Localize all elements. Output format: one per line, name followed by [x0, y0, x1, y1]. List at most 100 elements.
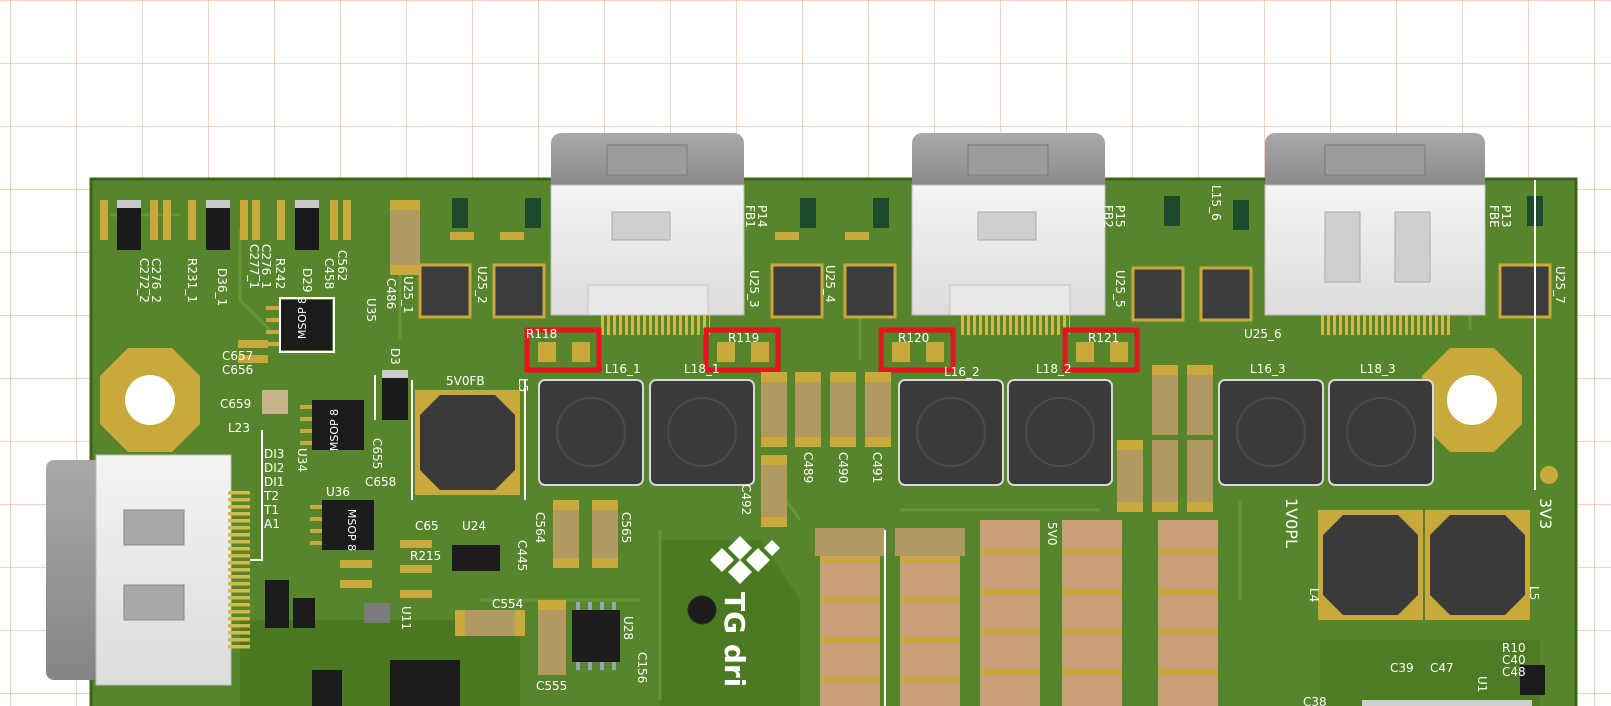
- label-u36: U36: [326, 485, 350, 499]
- chip-u24: [452, 545, 500, 571]
- label-fb2: FB2: [1101, 205, 1115, 228]
- label-c276-2: C276_2: [149, 258, 163, 303]
- label-l18-1: L18_1: [684, 362, 720, 376]
- label-u25-6: U25_6: [1244, 327, 1282, 341]
- label-c47: C47: [1430, 661, 1454, 675]
- capacitor-group: [262, 200, 1213, 675]
- small-passives: [100, 200, 869, 598]
- label-5v0: 5V0: [1045, 522, 1059, 545]
- label-l18-3: L18_3: [1360, 362, 1396, 376]
- label-d36-1: D36_1: [215, 268, 229, 306]
- label-l16-3: L16_3: [1250, 362, 1286, 376]
- label-c458: C458: [322, 258, 336, 289]
- label-c564: C564: [533, 512, 547, 543]
- label-t2: T2: [263, 489, 279, 503]
- highlight-r121: [1062, 327, 1140, 373]
- chip-bottom-left: [265, 580, 460, 706]
- chip-label-u35: MSOP 8: [296, 297, 309, 339]
- inductor-row: [538, 379, 1434, 486]
- label-r119: R119: [728, 331, 759, 345]
- label-l18-2: L18_2: [1036, 362, 1072, 376]
- chip-u28: [572, 602, 620, 670]
- chip-label-u36: MSOP 8: [345, 509, 358, 551]
- label-c39: C39: [1390, 661, 1414, 675]
- chip-bottom-right: [1362, 665, 1545, 706]
- mounting-hole-left: [100, 348, 200, 452]
- label-r118: R118: [526, 327, 557, 341]
- chip-label-u34: MSOP 8: [328, 409, 341, 451]
- label-c656: C656: [222, 363, 253, 377]
- label-r242: R242: [273, 258, 287, 289]
- label-c555: C555: [536, 679, 567, 693]
- label-u25-1: U25_1: [401, 276, 415, 314]
- label-r10: R10: [1502, 641, 1526, 655]
- label-a1: A1: [264, 517, 280, 531]
- label-c48: C48: [1502, 665, 1526, 679]
- label-1v0pl: 1V0PL: [1282, 498, 1301, 548]
- label-u25-5: U25_5: [1113, 270, 1127, 308]
- label-u28: U28: [621, 616, 635, 640]
- label-c272-2: C272_2: [137, 258, 151, 303]
- tg-logo-icon: [710, 536, 780, 584]
- label-d3: D3: [388, 348, 402, 365]
- label-d29: D29: [300, 268, 314, 293]
- label-p13: P13: [1499, 205, 1513, 228]
- label-c276-1: C276_1: [259, 244, 273, 289]
- label-l5-right: L5: [1527, 586, 1541, 600]
- label-r215: R215: [410, 549, 441, 563]
- label-p15: P15: [1113, 205, 1127, 228]
- label-u25-4: U25_4: [823, 265, 837, 303]
- label-l4: L4: [1307, 588, 1321, 602]
- label-di2: DI2: [264, 461, 284, 475]
- capacitor-banks: [815, 520, 1218, 706]
- via-large: [687, 595, 717, 625]
- label-u35: U35: [364, 298, 378, 322]
- label-u11: U11: [399, 606, 413, 630]
- highlight-r119: [703, 327, 781, 373]
- chip-msop-u35: [266, 300, 332, 350]
- silkscreen-outlines: [250, 180, 1536, 706]
- label-di1: DI1: [264, 475, 284, 489]
- ic-u25-group: [418, 263, 1552, 322]
- label-c490: C490: [836, 452, 850, 483]
- fiducial-pad: [1540, 466, 1558, 484]
- label-c657: C657: [222, 349, 253, 363]
- label-c562: C562: [335, 250, 349, 281]
- label-u1: U1: [1475, 676, 1489, 692]
- label-3v3: 3V3: [1536, 498, 1555, 529]
- label-u25-3: U25_3: [747, 270, 761, 308]
- label-5v0fb: 5V0FB: [446, 374, 485, 388]
- label-u34: U34: [295, 448, 309, 472]
- connector-p14: [550, 133, 745, 335]
- label-c491: C491: [870, 452, 884, 483]
- label-c492: C492: [739, 484, 753, 515]
- inductor-5v0fb: [415, 390, 520, 495]
- label-c156: C156: [635, 652, 649, 683]
- label-fb1: FB1: [743, 205, 757, 228]
- diode-group-top-left: [117, 200, 408, 420]
- label-c489: C489: [801, 452, 815, 483]
- label-c565: C565: [619, 512, 633, 543]
- label-u25-2: U25_2: [475, 266, 489, 304]
- label-p14: P14: [755, 205, 769, 228]
- silkscreen-labels: FB1 P14 FB2 P15 FBE P13 L15_6 C272_2 C27…: [137, 185, 1567, 706]
- ferrite-beads: [452, 196, 1543, 230]
- label-c40: C40: [1502, 653, 1526, 667]
- label-u24: U24: [462, 519, 486, 533]
- label-l23: L23: [228, 421, 250, 435]
- label-c659: C659: [220, 397, 251, 411]
- label-c277-1: C277_1: [247, 244, 261, 289]
- mounting-hole-right: [1422, 348, 1522, 452]
- highlight-r118: [524, 327, 602, 373]
- connector-p13: [1264, 133, 1486, 335]
- connector-left: [46, 454, 250, 686]
- label-fbe: FBE: [1487, 205, 1501, 228]
- chip-msop-u36: [310, 500, 374, 550]
- chip-msop-u34: [300, 400, 364, 450]
- label-c486: C486: [384, 278, 398, 309]
- label-u25-7: U25_7: [1553, 266, 1567, 304]
- label-l16-2: L16_2: [944, 365, 980, 379]
- connector-p15: [911, 133, 1106, 335]
- inductor-l4: [1318, 510, 1423, 620]
